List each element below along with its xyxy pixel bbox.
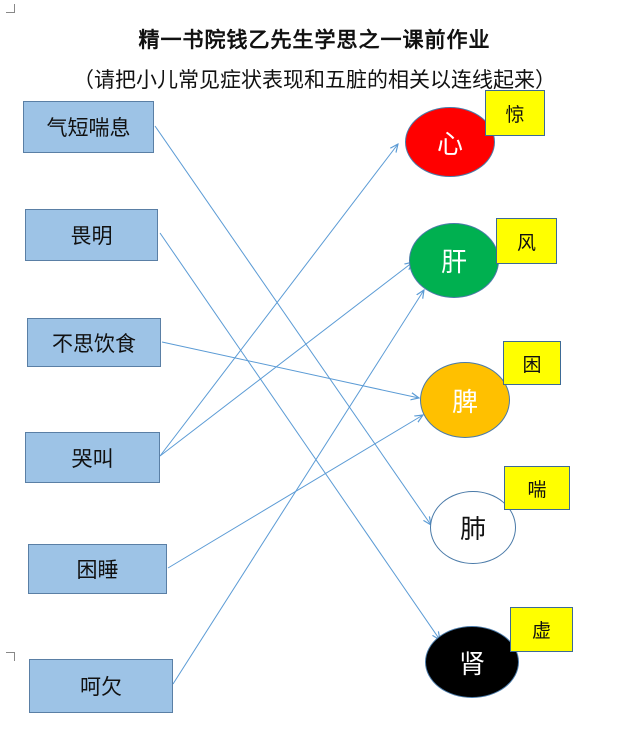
tag-spleen: 困 xyxy=(503,341,561,385)
tag-kidney: 虚 xyxy=(510,607,573,652)
symptom-label: 气短喘息 xyxy=(46,116,131,140)
symptom-label: 哭叫 xyxy=(71,446,114,471)
connector-s3-spleen xyxy=(161,341,419,398)
symptom-box[interactable]: 不思饮食 xyxy=(27,318,161,367)
tag-label: 虚 xyxy=(531,620,551,642)
organ-heart[interactable]: 心 xyxy=(405,107,495,177)
tag-label: 惊 xyxy=(505,103,525,126)
organ-label: 肾 xyxy=(458,649,485,680)
connector-s6-liver xyxy=(172,290,424,685)
symptom-box[interactable]: 畏明 xyxy=(25,209,158,261)
tag-label: 喘 xyxy=(527,478,547,501)
connector-s2-kidney xyxy=(159,232,440,640)
symptom-label: 畏明 xyxy=(70,224,113,248)
organ-liver[interactable]: 肝 xyxy=(409,223,499,298)
organ-label: 肺 xyxy=(459,515,486,545)
organ-spleen[interactable]: 脾 xyxy=(420,362,510,438)
tag-label: 困 xyxy=(522,353,542,376)
tag-lung: 喘 xyxy=(504,466,570,510)
connector-s4-liver xyxy=(159,262,413,457)
page-subtitle: （请把小儿常见症状表现和五脏的相关以连线起来） xyxy=(73,68,556,92)
tag-heart: 惊 xyxy=(485,90,545,136)
page-corner-mark-top-left xyxy=(6,4,15,13)
connector-s4-heart xyxy=(159,144,398,457)
symptom-box[interactable]: 哭叫 xyxy=(25,432,160,483)
tag-label: 风 xyxy=(516,231,536,254)
symptom-box[interactable]: 呵欠 xyxy=(29,659,173,713)
organ-label: 脾 xyxy=(451,387,478,418)
page-corner-mark-bottom-left xyxy=(6,652,15,661)
symptom-label: 不思饮食 xyxy=(52,331,136,356)
organ-kidney[interactable]: 肾 xyxy=(425,626,519,698)
connector-s1-lung xyxy=(154,125,431,525)
organ-label: 心 xyxy=(436,129,463,160)
symptom-box[interactable]: 气短喘息 xyxy=(23,101,154,153)
symptom-label: 呵欠 xyxy=(80,675,122,699)
tag-liver: 风 xyxy=(496,218,557,264)
page-title: 精一书院钱乙先生学思之一课前作业 xyxy=(138,27,491,52)
symptom-box[interactable]: 困睡 xyxy=(28,544,167,594)
organ-label: 肝 xyxy=(440,248,467,278)
organ-lung[interactable]: 肺 xyxy=(430,491,516,564)
symptom-label: 困睡 xyxy=(76,558,119,582)
